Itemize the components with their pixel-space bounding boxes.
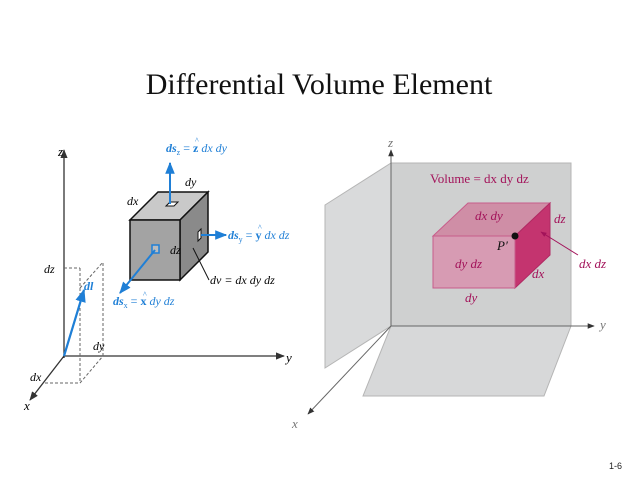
side-face-arrow — [540, 231, 579, 256]
left-y-label: y — [284, 350, 292, 365]
dz-edge-label: dz — [554, 211, 566, 226]
ds-x-hat-icon: ^ — [143, 290, 147, 299]
left-dy-label: dy — [93, 339, 105, 353]
left-figure: z y x dz dy dx dl dx dy dz — [23, 136, 292, 413]
volume-box — [431, 201, 552, 290]
right-x-label: x — [291, 416, 298, 431]
dl-arrow — [62, 288, 86, 357]
left-z-label: z — [57, 144, 63, 159]
dv-leader — [192, 247, 210, 281]
front-face-label: dy dz — [455, 256, 482, 271]
right-figure: z y x Volume = dx dy dz dx dy dy dz dz d… — [291, 135, 606, 431]
ds-x-arrow — [119, 249, 156, 294]
cube-dx-label: dx — [127, 194, 139, 208]
cube-dy-label: dy — [185, 175, 197, 189]
left-plane — [324, 162, 392, 369]
right-z-label: z — [387, 135, 393, 150]
floor-plane — [362, 325, 572, 397]
point-p-label: P′ — [496, 238, 508, 253]
dl-label: dl — [84, 279, 94, 293]
left-dz-label: dz — [44, 262, 55, 276]
ds-x-label: dsx = x dy dz — [113, 294, 175, 310]
left-x-axis — [29, 355, 65, 401]
dl-dashed-box — [45, 261, 104, 384]
volume-label: Volume = dx dy dz — [430, 171, 529, 186]
ds-z-hat-icon: ^ — [195, 136, 199, 145]
top-face-label: dx dy — [475, 208, 503, 223]
right-y-label: y — [598, 317, 606, 332]
cube-dz-label: dz — [170, 243, 181, 257]
left-x-label: x — [23, 398, 30, 413]
ds-y-label: dsy = y dx dz — [228, 228, 290, 244]
right-x-axis — [307, 325, 392, 415]
side-face-label: dx dz — [579, 256, 606, 271]
dv-label: dv = dx dy dz — [210, 273, 275, 287]
ds-y-hat-icon: ^ — [258, 223, 262, 232]
point-p — [511, 232, 519, 240]
dy-edge-label: dy — [465, 290, 478, 305]
left-dx-label: dx — [30, 370, 42, 384]
slide-title: Differential Volume Element — [145, 68, 493, 101]
ds-z-label: dsz = z dx dy — [166, 141, 228, 157]
page-number: 1-6 — [608, 461, 622, 471]
dx-edge-label: dx — [532, 266, 545, 281]
